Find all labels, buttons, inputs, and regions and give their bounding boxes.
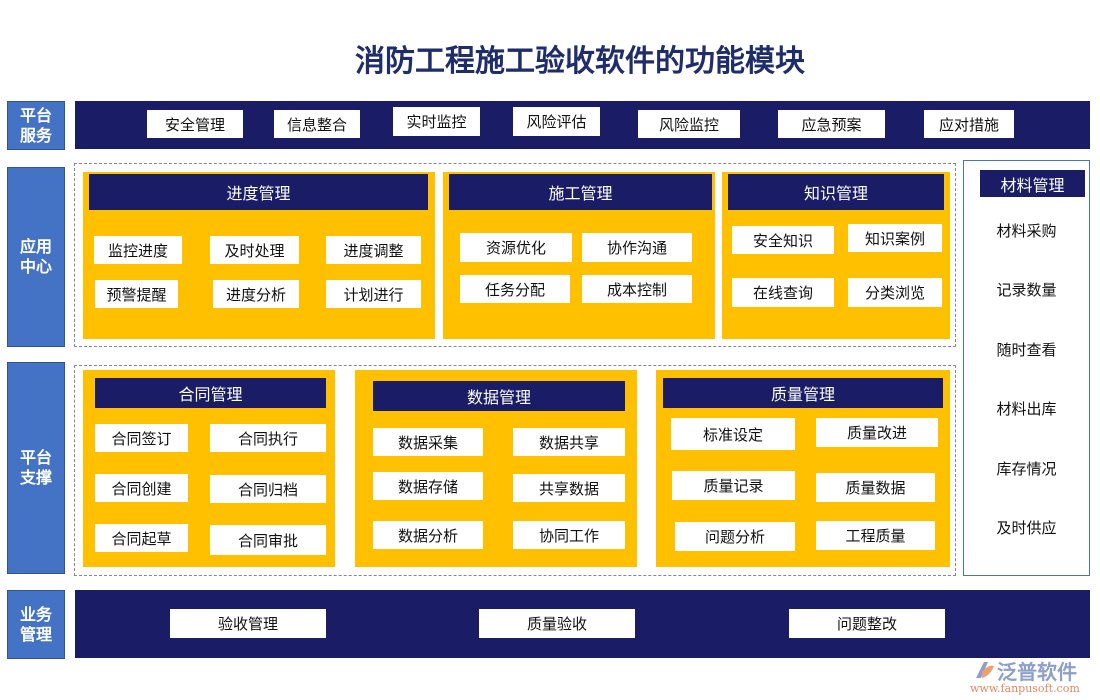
service-item: 安全管理	[147, 110, 243, 138]
module-item: 任务分配	[460, 275, 570, 303]
service-item: 信息整合	[274, 110, 360, 138]
row-label-app-center: 应用 中心	[7, 167, 65, 347]
module-item: 合同创建	[95, 474, 188, 502]
module-item: 及时处理	[210, 236, 299, 264]
module-item: 标准设定	[671, 418, 795, 450]
module-item: 数据采集	[373, 428, 483, 456]
module-item: 合同审批	[210, 525, 326, 555]
module-item: 监控进度	[94, 236, 182, 264]
page-title: 消防工程施工验收软件的功能模块	[355, 44, 805, 79]
panel-header: 知识管理	[728, 174, 944, 210]
module-item: 资源优化	[460, 233, 572, 262]
module-item: 质量数据	[816, 473, 935, 502]
module-item: 质量改进	[816, 418, 938, 447]
module-item: 在线查询	[732, 278, 834, 307]
module-item: 质量记录	[672, 471, 795, 500]
module-item: 进度调整	[326, 236, 421, 264]
platform-support-group	[74, 365, 956, 576]
service-item: 风险评估	[513, 107, 600, 136]
module-item: 进度分析	[213, 280, 299, 308]
panel-header: 进度管理	[89, 174, 428, 210]
row-label-platform-support: 平台 支撑	[7, 362, 65, 574]
module-item: 预警提醒	[95, 280, 178, 308]
materials-item: 随时查看	[996, 341, 1057, 359]
materials-header: 材料管理	[980, 170, 1085, 197]
module-item: 数据共享	[513, 428, 625, 456]
module-item: 合同执行	[210, 424, 326, 452]
module-item: 成本控制	[582, 275, 692, 303]
panel-header: 质量管理	[663, 378, 943, 408]
module-item: 协同工作	[513, 521, 625, 549]
materials-item: 材料出库	[996, 400, 1057, 418]
panel-header: 数据管理	[373, 381, 625, 411]
service-item: 应对措施	[924, 110, 1014, 138]
logo-name: 泛普软件	[997, 660, 1077, 684]
module-item: 数据分析	[373, 521, 483, 549]
materials-panel	[963, 160, 1090, 576]
business-item: 验收管理	[170, 609, 326, 638]
module-item: 共享数据	[513, 474, 625, 502]
business-item: 质量验收	[479, 609, 635, 638]
materials-item: 及时供应	[996, 519, 1057, 537]
materials-item: 材料采购	[996, 222, 1057, 240]
module-item: 数据存储	[373, 472, 483, 500]
service-item: 实时监控	[393, 107, 480, 136]
row-label-business: 业务 管理	[7, 590, 65, 659]
module-item: 合同起草	[95, 524, 188, 552]
module-item: 合同归档	[210, 475, 326, 503]
logo-icon	[972, 658, 996, 682]
module-item: 安全知识	[732, 226, 834, 254]
module-item: 协作沟通	[582, 233, 692, 262]
module-item: 问题分析	[675, 522, 795, 551]
service-item: 应急预案	[778, 110, 885, 138]
panel-header: 合同管理	[95, 378, 326, 408]
module-item: 工程质量	[816, 521, 935, 550]
service-item: 风险监控	[638, 110, 740, 138]
panel-header: 施工管理	[449, 174, 712, 210]
logo-url: www.fanpusoft.com	[970, 682, 1080, 695]
materials-item: 记录数量	[996, 281, 1057, 299]
module-item: 计划进行	[326, 280, 421, 308]
module-item: 知识案例	[848, 224, 942, 252]
module-item: 合同签订	[95, 424, 188, 452]
module-item: 分类浏览	[848, 278, 942, 307]
row-label-platform-service: 平台 服务	[7, 101, 65, 150]
app-center-group	[74, 163, 956, 347]
business-item: 问题整改	[789, 609, 945, 638]
materials-item: 库存情况	[996, 460, 1057, 478]
